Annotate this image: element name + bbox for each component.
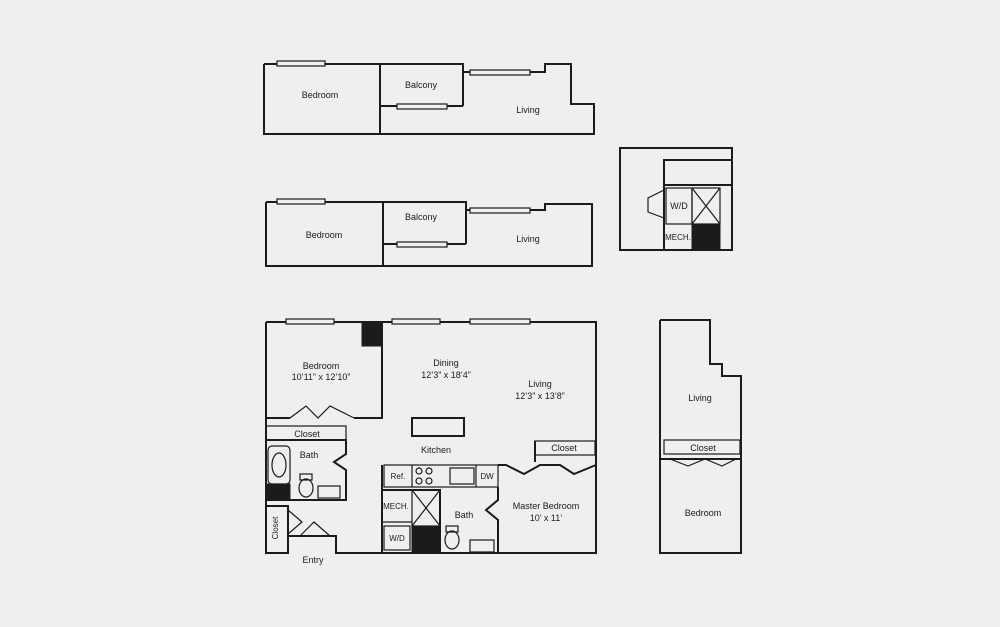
room-label-master-bedroom: Master Bedroom	[513, 501, 580, 511]
room-label-bedroom: Bedroom	[303, 361, 340, 371]
closet-label-entry: Closet	[271, 516, 280, 539]
room-label-living: Living	[688, 393, 712, 403]
room-label-living: Living	[516, 105, 540, 115]
room-label-bedroom: Bedroom	[302, 90, 339, 100]
room-label-living: Living	[516, 234, 540, 244]
window	[469, 69, 531, 76]
room-label-bath: Bath	[300, 450, 319, 460]
room-label-bedroom: Bedroom	[306, 230, 343, 240]
mech-detail-plan: W/D MECH.	[619, 147, 733, 251]
window	[276, 198, 326, 205]
room-dims-living: 12’3” x 13’8”	[515, 391, 565, 401]
room-label-living: Living	[528, 379, 552, 389]
window	[396, 241, 448, 248]
window	[276, 60, 326, 67]
side-floor-plan: Living Closet Bedroom	[659, 319, 742, 554]
room-label-bath: Bath	[455, 510, 474, 520]
room-label-dining: Dining	[433, 358, 459, 368]
room-label-balcony: Balcony	[405, 80, 438, 90]
room-dims-master-bedroom: 10’ x 11’	[530, 513, 563, 523]
closet-label: Closet	[551, 443, 577, 453]
plan-strip-middle: Bedroom Balcony Living	[265, 198, 593, 267]
room-label-balcony: Balcony	[405, 212, 438, 222]
closet-label: Closet	[294, 429, 320, 439]
mech-label: MECH.	[665, 233, 691, 242]
entry-label: Entry	[302, 555, 324, 565]
window	[469, 318, 531, 325]
room-dims-bedroom: 10’11” x 12’10”	[292, 372, 351, 382]
window	[391, 318, 441, 325]
mech-label: MECH.	[383, 502, 409, 511]
room-label-kitchen: Kitchen	[421, 445, 451, 455]
wd-label: W/D	[670, 201, 688, 211]
room-dims-dining: 12’3” x 18’4”	[421, 370, 471, 380]
ref-label: Ref.	[391, 472, 406, 481]
window	[285, 318, 335, 325]
window	[469, 207, 531, 214]
plan-strip-top: Bedroom Balcony Living	[263, 60, 595, 135]
wd-label: W/D	[389, 534, 405, 543]
room-label-bedroom: Bedroom	[685, 508, 722, 518]
window	[396, 103, 448, 110]
dw-label: DW	[480, 472, 494, 481]
main-floor-plan: Bedroom 10’11” x 12’10” Dining 12’3” x 1…	[265, 318, 597, 565]
closet-label: Closet	[690, 443, 716, 453]
